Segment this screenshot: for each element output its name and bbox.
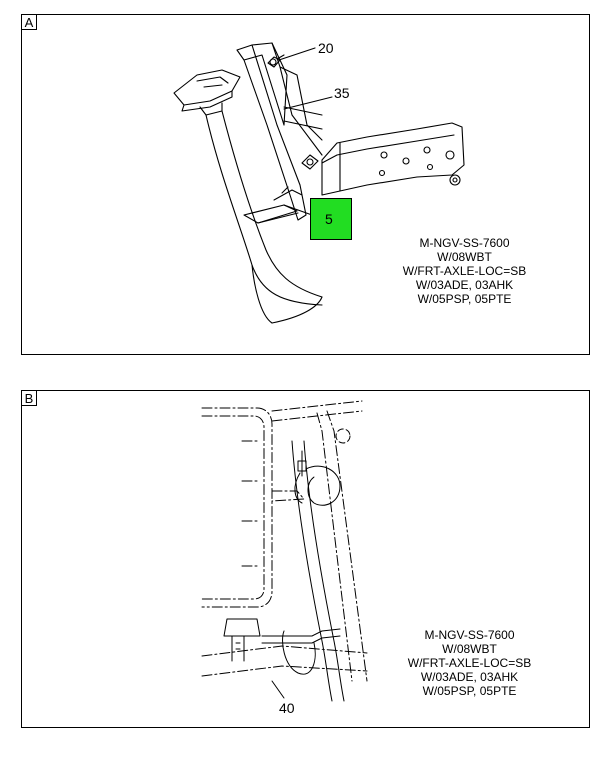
panel-b-notes: M-NGV-SS-7600 W/08WBT W/FRT-AXLE-LOC=SB … [397,628,542,698]
note-line: W/05PSP, 05PTE [417,292,512,306]
note-line: M-NGV-SS-7600 [419,236,510,250]
panel-a: A [21,14,590,355]
horn-tube-routing-illustration [201,400,368,702]
air-horn-illustration [173,42,465,324]
note-line: W/05PSP, 05PTE [422,684,517,698]
note-line: W/FRT-AXLE-LOC=SB [402,264,527,278]
note-line: W/03ADE, 03AHK [415,278,514,292]
panel-b: B [21,390,590,728]
callout-5-highlight[interactable]: 5 [310,198,352,240]
note-line: M-NGV-SS-7600 [424,628,515,642]
panel-a-notes: M-NGV-SS-7600 W/08WBT W/FRT-AXLE-LOC=SB … [392,236,537,306]
note-line: W/08WBT [437,250,492,264]
note-line: W/03ADE, 03AHK [420,670,519,684]
callout-5: 5 [325,211,333,227]
note-line: W/FRT-AXLE-LOC=SB [407,656,532,670]
panel-a-label: A [21,14,37,30]
note-line: W/08WBT [442,642,497,656]
callout-40: 40 [279,700,295,716]
callout-20: 20 [318,40,334,56]
panel-b-label: B [21,390,37,406]
callout-35: 35 [334,85,350,101]
